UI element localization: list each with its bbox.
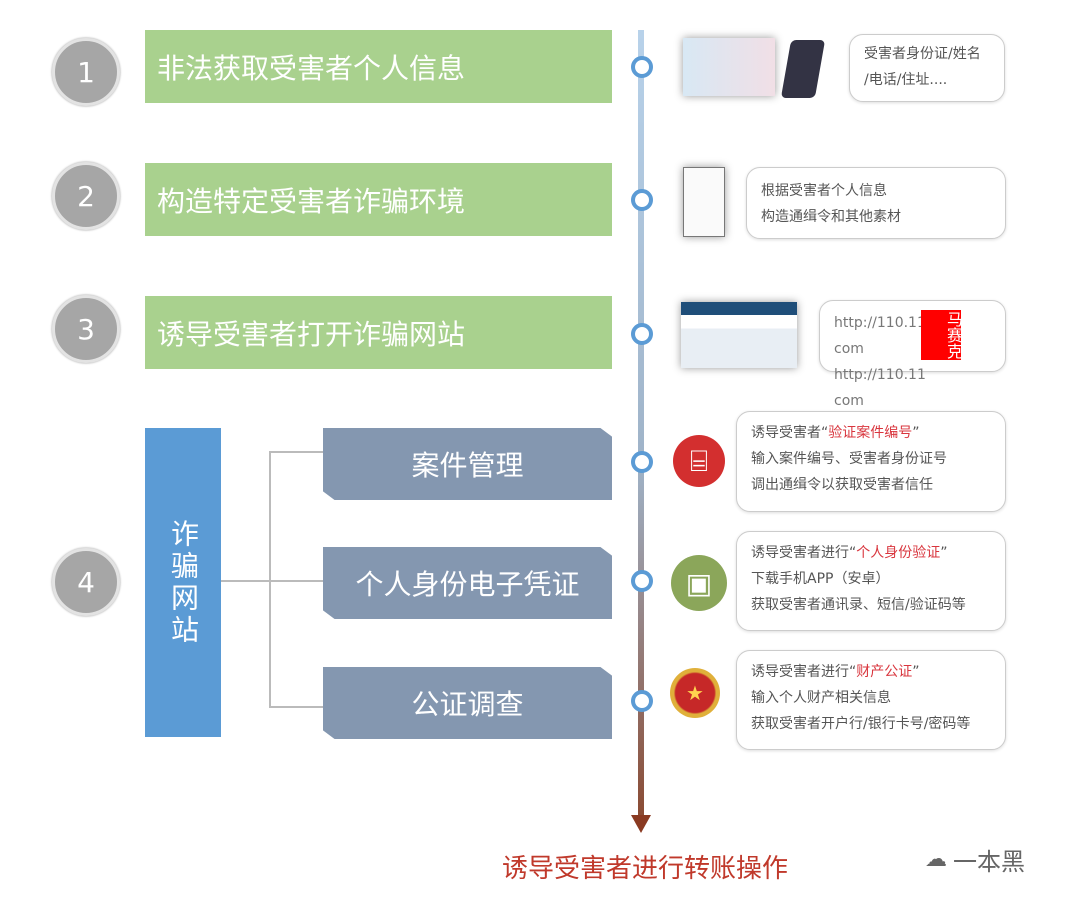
card-line: 输入案件编号、受害者身份证号: [751, 451, 947, 467]
card-line: 诱导受害者“验证案件编号”: [751, 425, 920, 441]
scam-site-label: 诈骗网站: [167, 518, 200, 647]
website-image: [681, 302, 797, 368]
info-card-1: 受害者身份证/姓名 /电话/住址....: [849, 34, 1005, 102]
url-line: http://110.11com: [834, 367, 926, 409]
timeline-dot: [631, 56, 653, 78]
card-line: 诱导受害者进行“财产公证”: [751, 664, 920, 680]
info-card-3: http://110.11com http://110.11com 马赛克: [819, 300, 1006, 409]
step-3-label: 诱导受害者打开诈骗网站: [145, 296, 612, 369]
timeline-arrow: [631, 815, 651, 833]
timeline-line: [638, 30, 644, 820]
card-line: 下载手机APP（安卓）: [751, 571, 890, 587]
police-emblem-icon: ★: [670, 668, 720, 718]
timeline-dot: [631, 189, 653, 211]
card-line: 获取受害者通讯录、短信/验证码等: [751, 597, 966, 613]
watermark: ☁一本黑: [925, 847, 1025, 876]
step-number: 1: [52, 38, 120, 106]
sub-notary-investigation: 公证调查: [323, 667, 612, 739]
info-card-4: 诱导受害者“验证案件编号” 输入案件编号、受害者身份证号 调出通缉令以获取受害者…: [736, 411, 1006, 512]
card-line: /电话/住址....: [864, 72, 948, 88]
step-number: 3: [52, 295, 120, 363]
sub-e-identity: 个人身份电子凭证: [323, 547, 612, 619]
timeline-dot: [631, 690, 653, 712]
step-number: 4: [52, 548, 120, 616]
bracket-connector: [269, 580, 323, 582]
step-2-label: 构造特定受害者诈骗环境: [145, 163, 612, 236]
android-icon: ▣: [671, 555, 727, 611]
id-card-image: [683, 38, 775, 96]
mosaic-redaction: 马赛克: [921, 310, 961, 360]
card-line: 根据受害者个人信息: [761, 183, 887, 199]
info-card-2: 根据受害者个人信息 构造通缉令和其他素材: [746, 167, 1006, 239]
url-line: http://110.11com: [834, 315, 926, 357]
step-1-label: 非法获取受害者个人信息: [145, 30, 612, 103]
info-card-5: 诱导受害者进行“个人身份验证” 下载手机APP（安卓） 获取受害者通讯录、短信/…: [736, 531, 1006, 631]
procuratorate-logo-icon: ⌸: [673, 435, 725, 487]
warrant-image: [683, 167, 725, 237]
wechat-icon: ☁: [925, 847, 947, 872]
timeline-dot: [631, 451, 653, 473]
step-number: 2: [52, 162, 120, 230]
bracket-connector: [269, 451, 323, 453]
bracket-connector: [221, 580, 270, 582]
timeline-dot: [631, 323, 653, 345]
timeline-dot: [631, 570, 653, 592]
info-card-6: 诱导受害者进行“财产公证” 输入个人财产相关信息 获取受害者开户行/银行卡号/密…: [736, 650, 1006, 750]
card-line: 诱导受害者进行“个人身份验证”: [751, 545, 948, 561]
bracket-connector: [269, 451, 271, 707]
card-line: 输入个人财产相关信息: [751, 690, 891, 706]
card-line: 构造通缉令和其他素材: [761, 209, 901, 225]
final-step-label: 诱导受害者进行转账操作: [501, 854, 788, 884]
card-line: 受害者身份证/姓名: [864, 46, 981, 62]
card-line: 调出通缉令以获取受害者信任: [751, 477, 933, 493]
bracket-connector: [269, 706, 323, 708]
card-line: 获取受害者开户行/银行卡号/密码等: [751, 716, 971, 732]
phone-image: [780, 40, 826, 98]
sub-case-management: 案件管理: [323, 428, 612, 500]
scam-site-box: 诈骗网站: [145, 428, 221, 737]
